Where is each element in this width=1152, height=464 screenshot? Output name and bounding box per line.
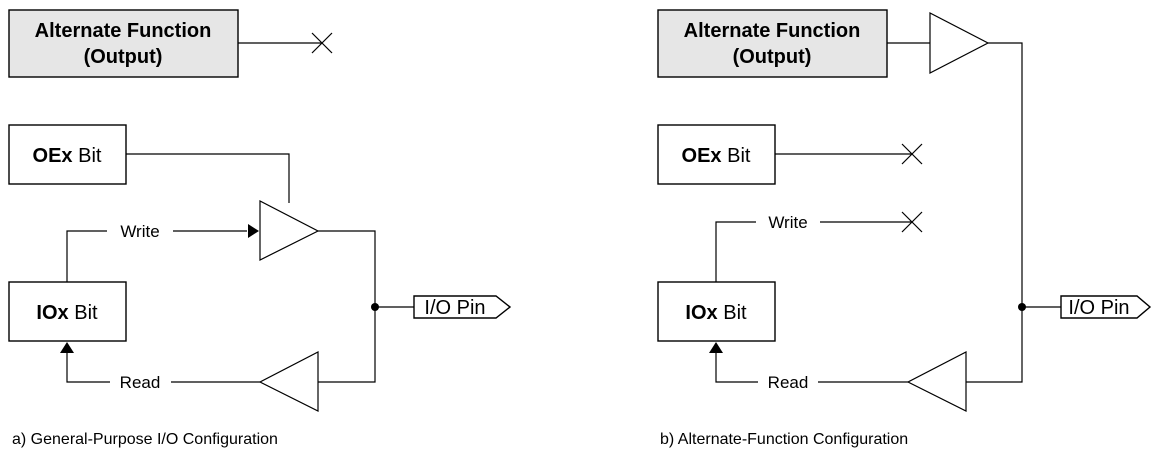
io-bit-box-b <box>657 281 776 342</box>
read-arrow-a <box>60 342 74 353</box>
caption-a: a) General-Purpose I/O Configuration <box>12 431 278 448</box>
oe-bit-box-a <box>8 124 127 185</box>
output-buffer-a <box>259 200 320 261</box>
read-label-a: Read <box>120 373 161 392</box>
io-pin-b <box>1060 295 1152 319</box>
oe-enable-line-a <box>126 153 290 203</box>
panel-a: Alternate Function (Output) OEx Bit Writ… <box>8 9 512 448</box>
io-bit-label-b: IOx Bit <box>685 302 747 324</box>
alt-function-box-a <box>8 9 239 78</box>
write-label-a: Write <box>120 222 159 241</box>
write-line-left-a <box>66 230 107 282</box>
no-connect-mark-b1 <box>901 143 923 165</box>
bus-line-b <box>966 42 1023 383</box>
alt-function-subtitle-b: (Output) <box>733 46 812 68</box>
write-arrow-a <box>248 224 259 238</box>
read-line-left-a <box>66 353 110 383</box>
alt-function-box-b <box>657 9 888 78</box>
alt-function-title-b: Alternate Function <box>684 20 861 42</box>
alt-function-title-a: Alternate Function <box>35 20 212 42</box>
oe-bit-label-b: OEx Bit <box>682 145 751 167</box>
panel-b: Alternate Function (Output) OEx Bit Writ… <box>657 9 1152 448</box>
caption-b: b) Alternate-Function Configuration <box>660 431 908 448</box>
io-pin-label-a: I/O Pin <box>424 297 485 319</box>
io-pin-a <box>413 295 512 319</box>
write-label-b: Write <box>768 213 807 232</box>
io-pin-label-b: I/O Pin <box>1068 297 1129 319</box>
no-connect-mark-a1 <box>311 32 333 54</box>
bus-line-a <box>318 230 376 383</box>
oe-bit-box-b <box>657 124 776 185</box>
read-arrow-b <box>709 342 723 353</box>
alt-function-subtitle-a: (Output) <box>84 46 163 68</box>
input-buffer-a <box>258 351 319 412</box>
io-bit-box-a <box>8 281 127 342</box>
write-line-left-b <box>715 221 756 282</box>
alt-output-buffer-b <box>929 12 990 74</box>
input-buffer-b <box>906 351 967 412</box>
read-label-b: Read <box>768 373 809 392</box>
read-line-left-b <box>715 353 758 383</box>
oe-bit-label-a: OEx Bit <box>33 145 102 167</box>
no-connect-mark-b2 <box>901 211 923 233</box>
io-bit-label-a: IOx Bit <box>36 302 98 324</box>
